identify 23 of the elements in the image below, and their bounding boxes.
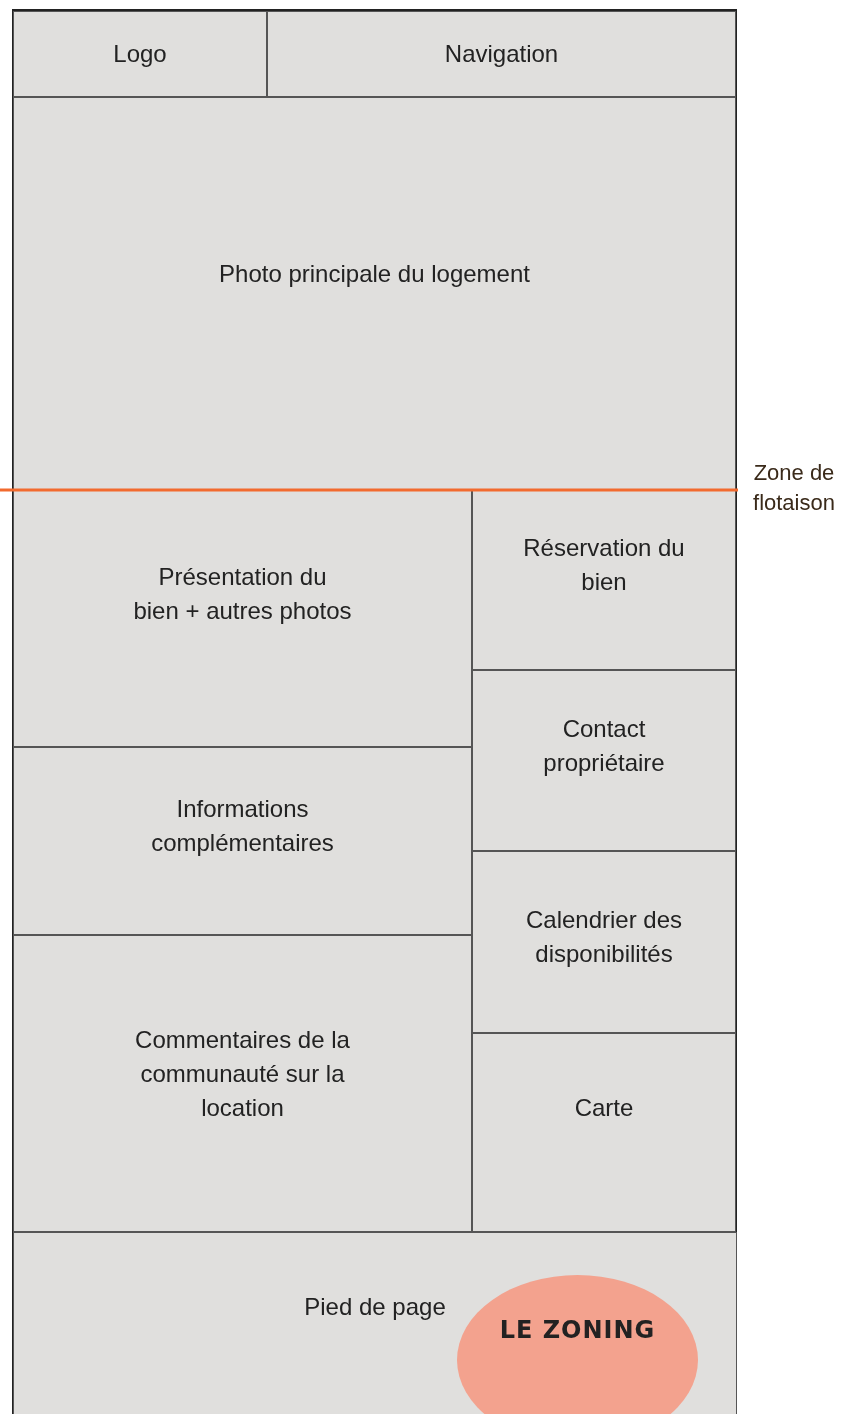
stamp-label: LE ZONING <box>499 1316 656 1344</box>
fold-label: Zone de flotaison <box>752 459 836 517</box>
zone-label: Pied de page <box>304 1292 446 1322</box>
zone-label: Calendrier des disponibilités <box>524 905 684 969</box>
layout-zone <box>13 490 472 747</box>
layout-zone <box>267 11 736 97</box>
zone-label: Présentation du bien + autres photos <box>132 561 353 626</box>
layout-zone <box>13 747 472 935</box>
zone-label: Commentaires de la communauté sur la location <box>134 1024 351 1123</box>
layout-zone <box>13 97 736 490</box>
layout-zone <box>13 935 472 1232</box>
layout-zone <box>13 11 267 97</box>
zone-label: Informations complémentaires <box>150 794 335 858</box>
zone-label: Contact propriétaire <box>542 713 666 778</box>
zone-label: Logo <box>113 39 167 69</box>
zone-label: Navigation <box>444 39 559 69</box>
layout-zone <box>472 490 736 670</box>
zone-label: Réservation du bien <box>522 533 686 597</box>
layout-zone <box>472 1033 736 1232</box>
layout-zone <box>472 670 736 851</box>
zone-label: Photo principale du logement <box>219 258 530 289</box>
zone-label: Carte <box>574 1092 634 1123</box>
layout-zone <box>472 851 736 1033</box>
